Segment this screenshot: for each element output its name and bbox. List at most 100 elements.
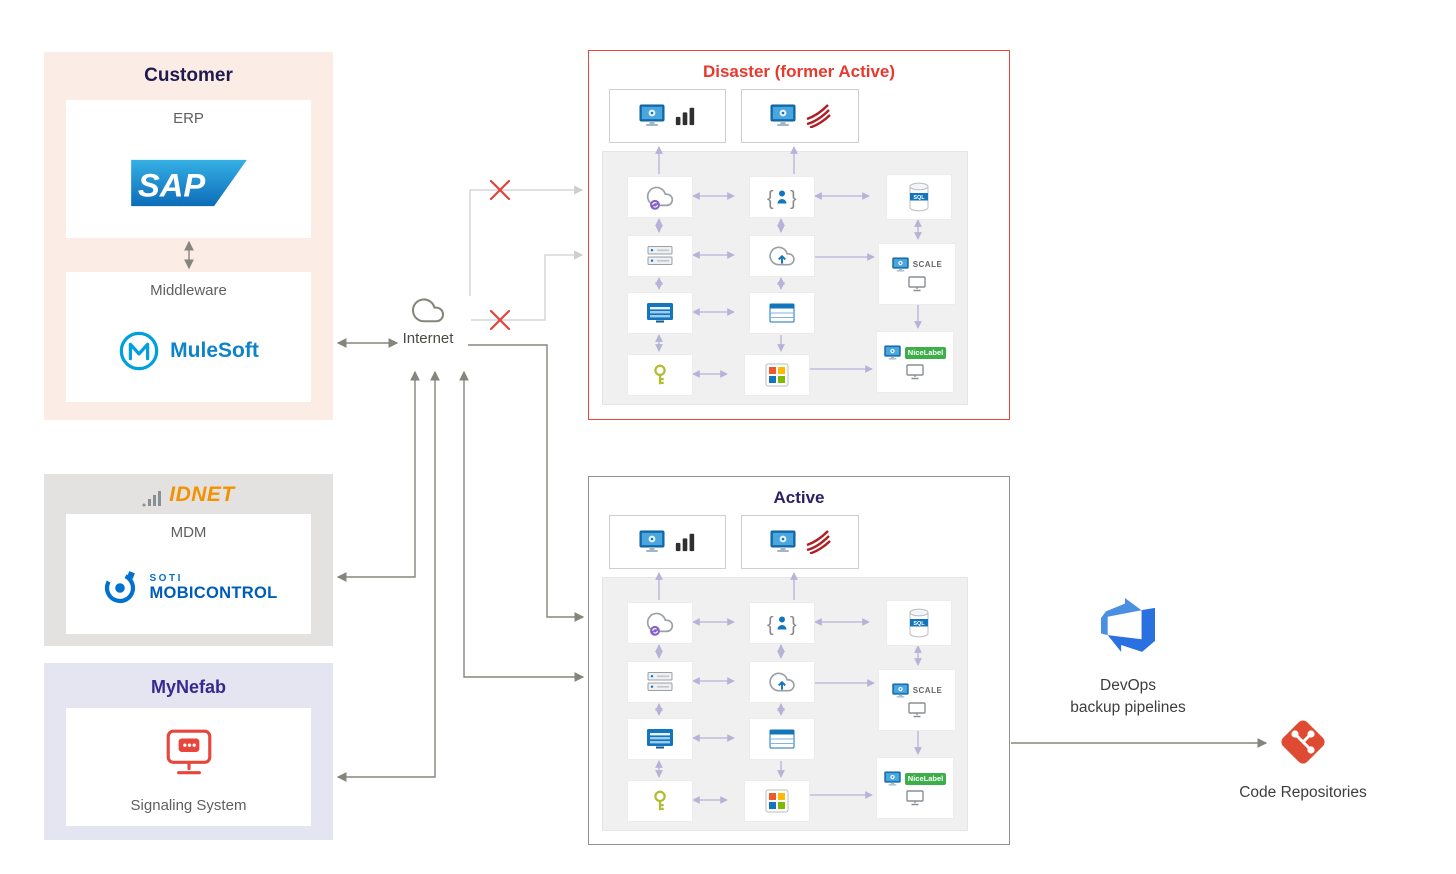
cloud-sync-icon <box>646 612 674 636</box>
api-management-icon: { } <box>767 188 797 210</box>
mynefab-panel: MyNefab Signaling System <box>44 663 333 840</box>
tile-app-grid <box>745 781 809 821</box>
svg-text:}: } <box>790 188 797 210</box>
services-grid: { } SQL <box>602 577 968 831</box>
powerbi-icon <box>675 107 695 126</box>
vm-powerbi-box <box>609 515 726 569</box>
tile-remote-app <box>628 293 692 333</box>
client-monitor-icon <box>908 701 926 717</box>
client-monitor-icon <box>906 363 924 379</box>
code-repositories-block: Code Repositories <box>1203 713 1403 802</box>
mulesoft-logo-text: MuleSoft <box>170 338 259 362</box>
tile-api-management: { } <box>750 603 814 643</box>
code-repositories-label: Code Repositories <box>1239 784 1367 801</box>
vm-monitor-icon <box>884 344 901 360</box>
soti-brand-bottom: MOBICONTROL <box>149 583 278 602</box>
idnet-panel: IDNET MDM SOTI MOBICONTROL <box>44 474 333 646</box>
middleware-label: Middleware <box>150 282 227 299</box>
vm-monitor-icon <box>770 104 795 126</box>
tile-key <box>628 781 692 821</box>
tile-servers <box>628 236 692 276</box>
vm-monitor-icon <box>639 104 665 126</box>
tile-remote-app <box>628 719 692 759</box>
tile-nicelabel-vm: NiceLabel <box>877 758 953 818</box>
sap-logo: SAP <box>130 159 247 206</box>
vm-sqlserver-box <box>741 89 859 143</box>
git-icon <box>1281 720 1325 764</box>
mdm-label: MDM <box>170 524 207 541</box>
tile-scale-vm: SCALE <box>879 244 955 304</box>
vm-monitor-icon <box>770 530 795 552</box>
tile-cloud-upload <box>750 236 814 276</box>
sql-db-label: SQL <box>913 195 925 201</box>
powerbi-icon <box>675 533 695 552</box>
api-management-icon: { } <box>767 614 797 636</box>
scale-label: SCALE <box>912 260 943 269</box>
cloud-upload-icon <box>769 672 795 692</box>
sql-server-icon <box>806 530 831 554</box>
tile-sql-database: SQL <box>887 175 951 219</box>
nicelabel-vm-row: NiceLabel <box>884 344 947 361</box>
signaling-system-label: Signaling System <box>130 797 247 814</box>
tile-cloud-upload <box>750 662 814 702</box>
vm-powerbi-box <box>609 89 726 143</box>
sql-database-icon: SQL <box>909 182 929 212</box>
internet-node: Internet <box>394 294 462 347</box>
vm-monitor-icon <box>884 770 901 786</box>
idnet-logo: IDNET <box>44 483 333 507</box>
devops-block: DevOps backup pipelines <box>1028 598 1228 720</box>
broken-connection-x-marks <box>489 179 511 331</box>
vm-sqlserver-box <box>741 515 859 569</box>
customer-title: Customer <box>144 65 233 86</box>
middleware-card: Middleware MuleSoft <box>66 272 311 402</box>
signaling-icon-wrap <box>162 708 216 797</box>
table-icon <box>769 729 795 749</box>
tile-nicelabel-vm: NiceLabel <box>877 332 953 392</box>
mulesoft-logo-icon <box>119 331 159 370</box>
tile-api-management: { } <box>750 177 814 217</box>
idnet-logo-bars-icon <box>142 491 162 507</box>
remote-app-icon <box>647 729 673 749</box>
soti-brand-top: SOTI <box>149 572 183 584</box>
nicelabel-vm-row: NiceLabel <box>884 770 947 787</box>
erp-label: ERP <box>173 110 204 127</box>
key-icon <box>654 364 666 385</box>
mdm-card: MDM SOTI MOBICONTROL <box>66 514 311 634</box>
app-grid-icon <box>765 363 789 387</box>
tile-scale-vm: SCALE <box>879 670 955 730</box>
signaling-system-icon <box>166 729 211 774</box>
scale-label: SCALE <box>912 686 943 695</box>
cloud-sync-icon <box>646 186 674 210</box>
key-icon <box>654 790 666 811</box>
scale-vm-row: SCALE <box>892 682 943 699</box>
tile-table <box>750 719 814 759</box>
sap-logo-wrap: SAP <box>130 127 248 238</box>
signaling-system-card: Signaling System <box>66 708 311 826</box>
server-rack-icon <box>647 672 673 691</box>
remote-app-icon <box>647 303 673 323</box>
sql-database-icon: SQL <box>909 608 929 638</box>
devops-label-line1: DevOps <box>1100 677 1156 694</box>
svg-text:}: } <box>790 614 797 636</box>
internet-cloud-icon <box>412 298 445 323</box>
vm-monitor-icon <box>639 530 665 552</box>
vm-monitor-icon <box>892 682 909 698</box>
cloud-upload-icon <box>769 246 795 266</box>
tile-sql-database: SQL <box>887 601 951 645</box>
soti-mobicontrol-icon <box>104 570 135 603</box>
server-rack-icon <box>647 246 673 265</box>
vm-monitor-icon <box>892 256 909 272</box>
scale-vm-row: SCALE <box>892 256 943 273</box>
tile-cloud-sync <box>628 177 692 217</box>
idnet-logo-text: IDNET <box>169 483 235 506</box>
disaster-environment: Disaster (former Active) { } SQL <box>588 50 1010 420</box>
sql-db-label: SQL <box>913 621 925 627</box>
tile-app-grid <box>745 355 809 395</box>
tile-servers <box>628 662 692 702</box>
client-monitor-icon <box>908 275 926 291</box>
sap-logo-text: SAP <box>137 166 205 203</box>
env-title: Active <box>773 488 825 507</box>
nicelabel-badge: NiceLabel <box>904 772 947 785</box>
app-grid-icon <box>765 789 789 813</box>
